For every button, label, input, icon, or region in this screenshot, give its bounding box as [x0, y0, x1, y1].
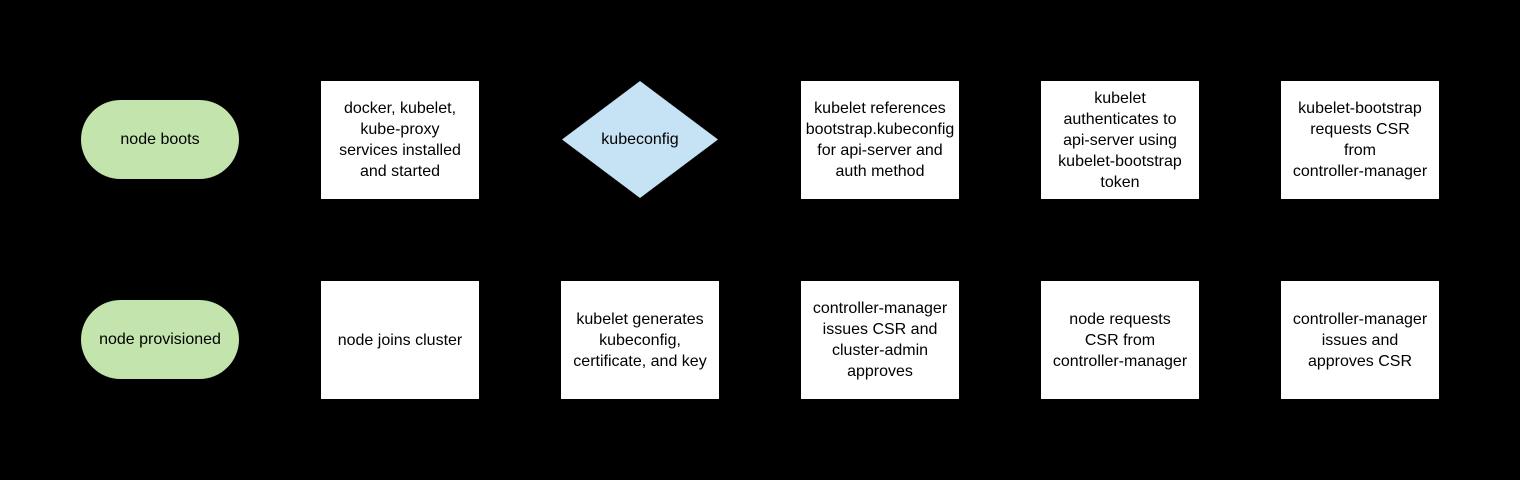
terminator-node-provisioned: node provisioned [81, 300, 239, 379]
process-cm-issues-and-approves-csr-label: controller-manager issues and approves C… [1292, 310, 1428, 370]
process-references-bootstrap-kubeconfig: kubelet references bootstrap.kubeconfig … [801, 81, 959, 199]
process-kubelet-authenticates-label: kubelet authenticates to api-server usin… [1058, 89, 1182, 191]
process-kubelet-bootstrap-requests-csr: kubelet-bootstrap requests CSR from cont… [1281, 81, 1439, 199]
process-kubelet-authenticates: kubelet authenticates to api-server usin… [1041, 81, 1199, 199]
terminator-node-boots: node boots [81, 100, 239, 179]
process-services-installed: docker, kubelet, kube-proxy services ins… [321, 81, 479, 199]
terminator-node-provisioned-label: node provisioned [99, 331, 221, 348]
process-kubelet-generates-kubeconfig: kubelet generates kubeconfig, certificat… [561, 281, 719, 399]
process-kubelet-bootstrap-requests-csr-label: kubelet-bootstrap requests CSR from cont… [1292, 100, 1428, 180]
process-references-bootstrap-kubeconfig-label: kubelet references bootstrap.kubeconfig … [805, 100, 955, 180]
process-node-joins-cluster-label: node joins cluster [337, 331, 463, 349]
process-cm-issues-csr-cluster-admin-approves: controller-manager issues CSR and cluste… [801, 281, 959, 399]
terminator-node-boots-label: node boots [120, 131, 200, 148]
decision-kubeconfig-label: kubeconfig [601, 131, 679, 148]
process-node-requests-csr-label: node requests CSR from controller-manage… [1052, 310, 1188, 370]
process-node-requests-csr: node requests CSR from controller-manage… [1041, 281, 1199, 399]
process-node-joins-cluster: node joins cluster [321, 281, 479, 399]
process-cm-issues-and-approves-csr: controller-manager issues and approves C… [1281, 281, 1439, 399]
process-services-installed-label: docker, kubelet, kube-proxy services ins… [339, 100, 461, 180]
process-cm-issues-csr-cluster-admin-approves-label: controller-manager issues CSR and cluste… [812, 300, 948, 380]
decision-kubeconfig: kubeconfig [562, 81, 718, 198]
process-kubelet-generates-kubeconfig-label: kubelet generates kubeconfig, certificat… [573, 310, 707, 370]
